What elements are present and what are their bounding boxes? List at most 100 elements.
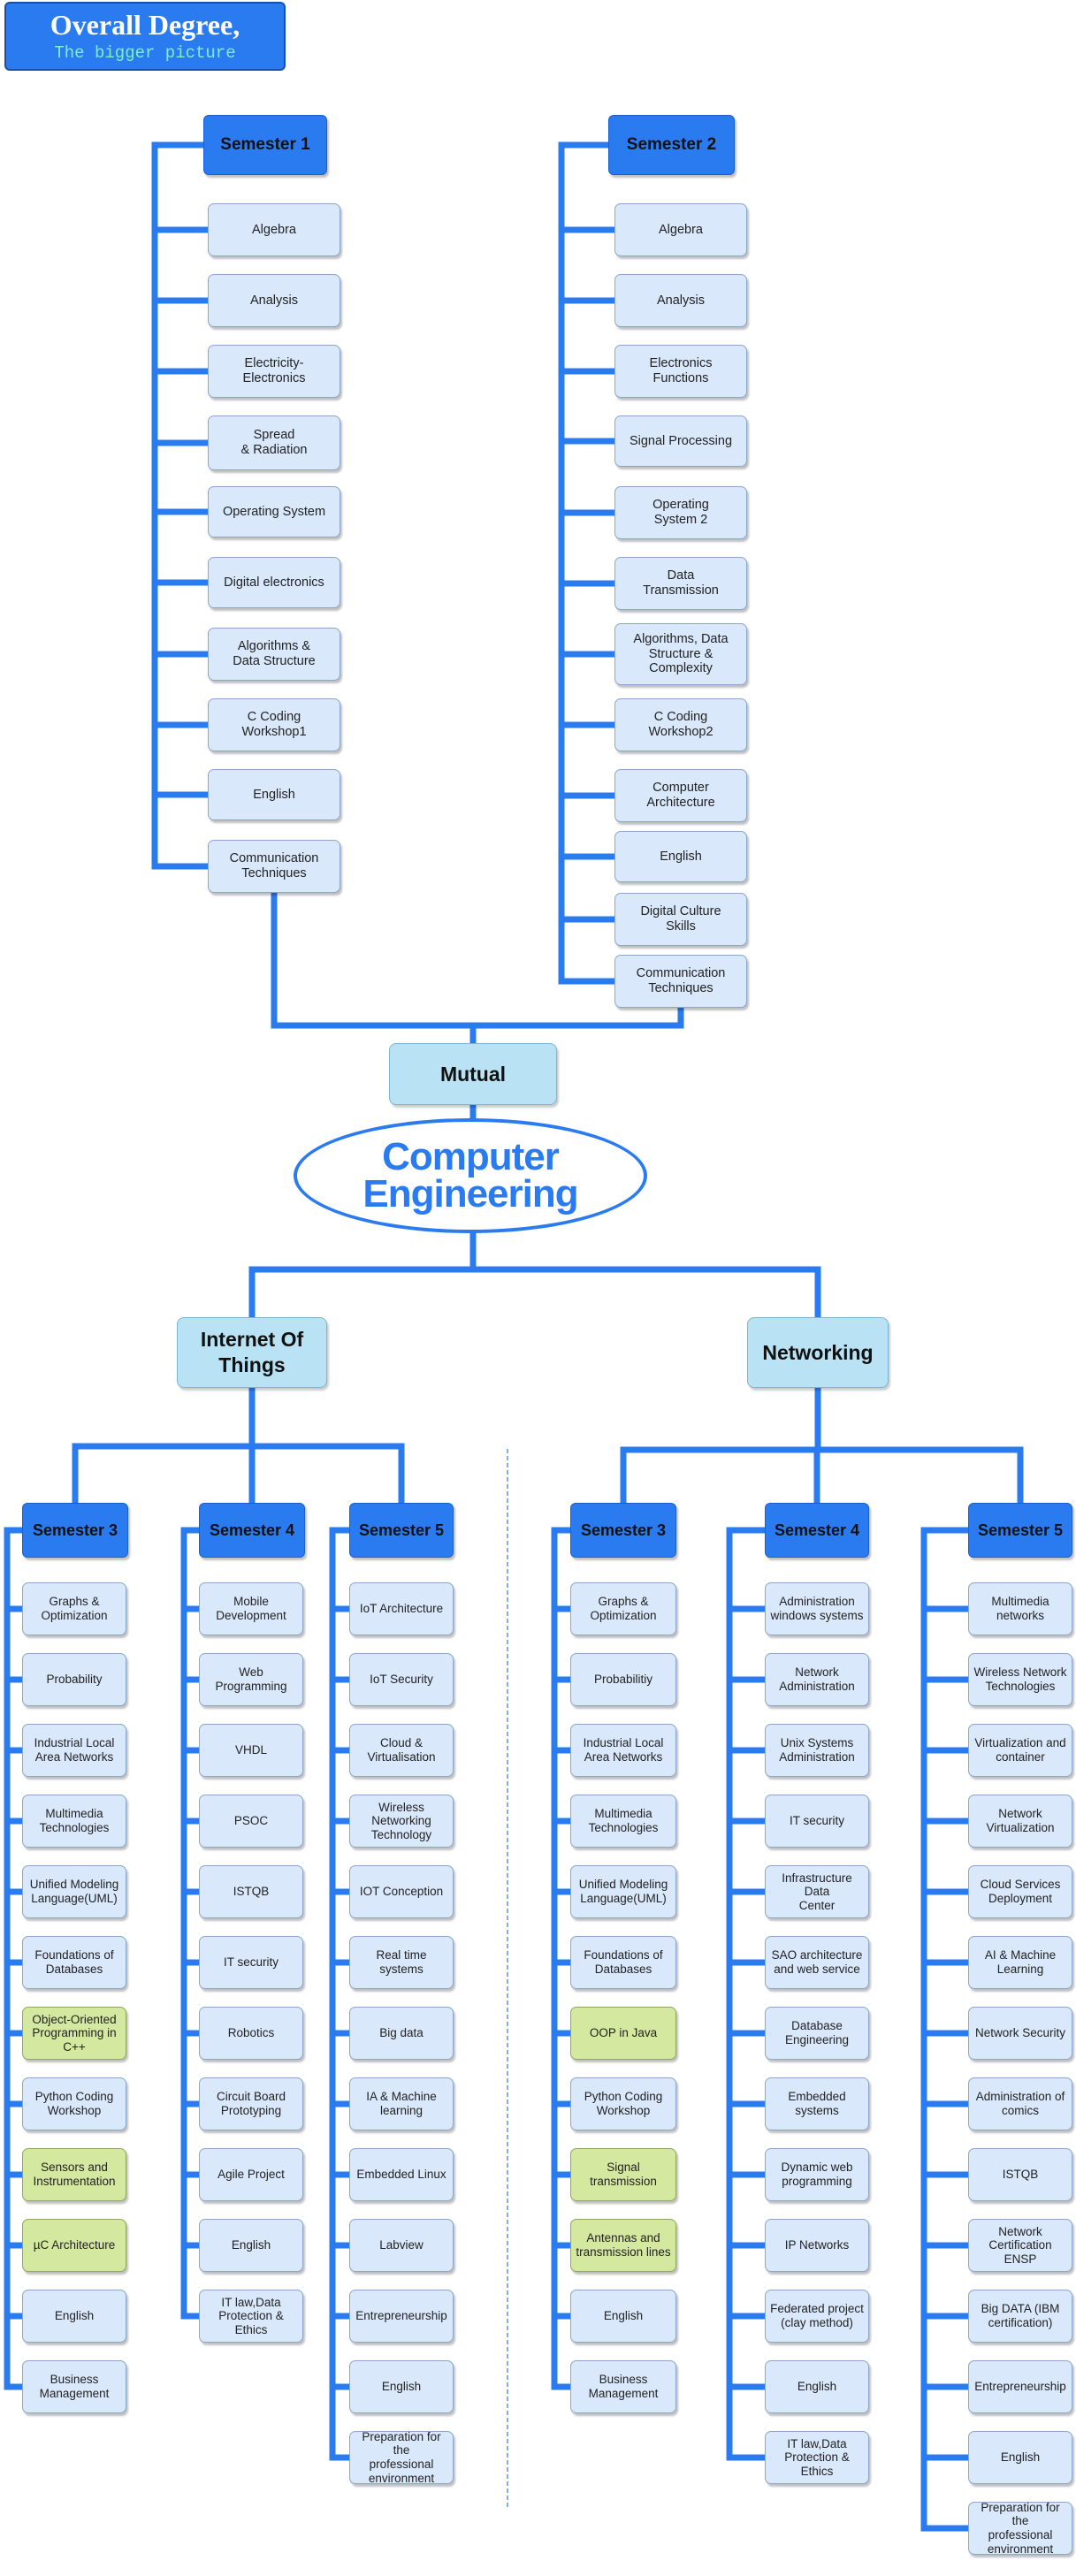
iot-course-vhdl: VHDL	[199, 1724, 303, 1777]
course-algorithms-data-structure-complexity: Algorithms, Data Structure & Complexity	[614, 623, 747, 685]
networking-course-it-security: IT security	[765, 1795, 869, 1848]
networking-course-big-data-ibm-certification: Big DATA (IBM certification)	[968, 2290, 1072, 2343]
networking-course-graphs-optimization: Graphs & Optimization	[570, 1582, 676, 1635]
iot-course-object-oriented-programming-in-c: Object-Oriented Programming in C++	[22, 2007, 126, 2060]
mutual-node: Mutual	[389, 1043, 557, 1105]
iot-course-multimedia-technologies: Multimedia Technologies	[22, 1795, 126, 1848]
semester-1-header: Semester 1	[203, 115, 327, 175]
iot-course-english: English	[199, 2219, 303, 2272]
iot-course-web-programming: Web Programming	[199, 1653, 303, 1706]
iot-course-unified-modeling-language-uml: Unified Modeling Language(UML)	[22, 1865, 126, 1918]
iot-course-preparation-for-the-professional-environment: Preparation for the professional environ…	[349, 2430, 454, 2485]
course-data-transmission: Data Transmission	[614, 557, 747, 610]
course-computer-architecture: Computer Architecture	[614, 769, 747, 822]
iot-course-english: English	[22, 2290, 126, 2343]
iot-course-english: English	[349, 2360, 454, 2413]
networking-course-network-certification-ensp: Network Certification ENSP	[968, 2219, 1072, 2272]
networking-course-probabilitiy: Probabilitiy	[570, 1653, 676, 1706]
iot-course-cloud-virtualisation: Cloud & Virtualisation	[349, 1724, 454, 1777]
iot-course-sensors-and-instrumentation: Sensors and Instrumentation	[22, 2148, 126, 2201]
networking-course-dynamic-web-programming: Dynamic web programming	[765, 2148, 869, 2201]
iot-course-wireless-networking-technology: Wireless Networking Technology	[349, 1795, 454, 1848]
iot-semester-4-header: Semester 4	[199, 1503, 305, 1558]
iot-course-circuit-board-prototyping: Circuit Board Prototyping	[199, 2077, 303, 2130]
course-spread-radiation: Spread & Radiation	[208, 415, 340, 470]
iot-semester-3-header: Semester 3	[22, 1503, 128, 1558]
course-operating-system-2: Operating System 2	[614, 486, 747, 539]
iot-course-real-time-systems: Real time systems	[349, 1936, 454, 1989]
course-operating-system: Operating System	[208, 486, 340, 537]
course-analysis: Analysis	[208, 274, 340, 327]
iot-specialization: Internet Of Things	[177, 1317, 327, 1388]
networking-course-antennas-and-transmission-lines: Antennas and transmission lines	[570, 2219, 676, 2272]
iot-course-psoc: PSOC	[199, 1795, 303, 1848]
course-communication-techniques: Communication Techniques	[208, 840, 340, 893]
course-algorithms-data-structure: Algorithms & Data Structure	[208, 628, 340, 681]
networking-course-administration-of-comics: Administration of comics	[968, 2077, 1072, 2130]
course-analysis: Analysis	[614, 274, 747, 327]
networking-course-english: English	[765, 2360, 869, 2413]
networking-course-federated-project-clay-method: Federated project (clay method)	[765, 2290, 869, 2343]
iot-course-python-coding-workshop: Python Coding Workshop	[22, 2077, 126, 2130]
networking-course-python-coding-workshop: Python Coding Workshop	[570, 2077, 676, 2130]
logo-line-2: Engineering	[362, 1172, 578, 1216]
course-algebra: Algebra	[614, 203, 747, 256]
iot-course-it-security: IT security	[199, 1936, 303, 1989]
networking-course-oop-in-java: OOP in Java	[570, 2007, 676, 2060]
networking-course-ip-networks: IP Networks	[765, 2219, 869, 2272]
iot-course-iot-conception: IOT Conception	[349, 1865, 454, 1918]
course-digital-culture-skills: Digital Culture Skills	[614, 893, 747, 946]
networking-course-database-engineering: Database Engineering	[765, 2007, 869, 2060]
networking-course-istqb: ISTQB	[968, 2148, 1072, 2201]
networking-semester-4-header: Semester 4	[765, 1503, 869, 1558]
iot-course-iot-security: IoT Security	[349, 1653, 454, 1706]
networking-course-multimedia-networks: Multimedia networks	[968, 1582, 1072, 1635]
course-signal-processing: Signal Processing	[614, 415, 747, 467]
networking-course-industrial-local-area-networks: Industrial Local Area Networks	[570, 1724, 676, 1777]
networking-course-embedded-systems: Embedded systems	[765, 2077, 869, 2130]
networking-course-entrepreneurship: Entrepreneurship	[968, 2360, 1072, 2413]
networking-course-multimedia-technologies: Multimedia Technologies	[570, 1795, 676, 1848]
networking-course-unified-modeling-language-uml: Unified Modeling Language(UML)	[570, 1865, 676, 1918]
iot-semester-5-header: Semester 5	[349, 1503, 454, 1558]
title-banner: Overall Degree, The bigger picture	[4, 2, 286, 71]
title-subtitle: The bigger picture	[54, 43, 236, 63]
title-main: Overall Degree,	[50, 9, 240, 41]
networking-course-it-law-data-protection-ethics: IT law,Data Protection & Ethics	[765, 2431, 869, 2484]
iot-course-istqb: ISTQB	[199, 1865, 303, 1918]
networking-course-network-administration: Network Administration	[765, 1653, 869, 1706]
iot-course-robotics: Robotics	[199, 2007, 303, 2060]
course-english: English	[208, 769, 340, 820]
networking-semester-5-header: Semester 5	[968, 1503, 1072, 1558]
networking-course-business-management: Business Management	[570, 2360, 676, 2413]
iot-course-c-architecture: µC Architecture	[22, 2219, 126, 2272]
course-electricity-electronics: Electricity- Electronics	[208, 345, 340, 398]
networking-semester-3-header: Semester 3	[570, 1503, 676, 1558]
networking-course-signal-transmission: Signal transmission	[570, 2148, 676, 2201]
course-english: English	[614, 831, 747, 882]
iot-course-embedded-linux: Embedded Linux	[349, 2148, 454, 2201]
semester-2-header: Semester 2	[608, 115, 735, 175]
iot-course-business-management: Business Management	[22, 2360, 126, 2413]
networking-course-sao-architecture-and-web-service: SAO architecture and web service	[765, 1936, 869, 1989]
networking-course-unix-systems-administration: Unix Systems Administration	[765, 1724, 869, 1777]
networking-course-foundations-of-databases: Foundations of Databases	[570, 1936, 676, 1989]
iot-course-foundations-of-databases: Foundations of Databases	[22, 1936, 126, 1989]
iot-course-mobile-development: Mobile Development	[199, 1582, 303, 1635]
course-electronics-functions: Electronics Functions	[614, 345, 747, 398]
networking-specialization: Networking	[747, 1317, 889, 1388]
course-c-coding-workshop1: C Coding Workshop1	[208, 698, 340, 751]
iot-course-labview: Labview	[349, 2219, 454, 2272]
course-c-coding-workshop2: C Coding Workshop2	[614, 698, 747, 751]
iot-course-iot-architecture: IoT Architecture	[349, 1582, 454, 1635]
iot-course-agile-project: Agile Project	[199, 2148, 303, 2201]
networking-course-english: English	[570, 2290, 676, 2343]
iot-course-probability: Probability	[22, 1653, 126, 1706]
networking-course-cloud-services-deployment: Cloud Services Deployment	[968, 1865, 1072, 1918]
iot-course-it-law-data-protection-ethics: IT law,Data Protection & Ethics	[199, 2290, 303, 2343]
logo-line-1: Computer	[382, 1135, 560, 1178]
iot-course-big-data: Big data	[349, 2007, 454, 2060]
iot-course-graphs-optimization: Graphs & Optimization	[22, 1582, 126, 1635]
iot-course-entrepreneurship: Entrepreneurship	[349, 2290, 454, 2343]
